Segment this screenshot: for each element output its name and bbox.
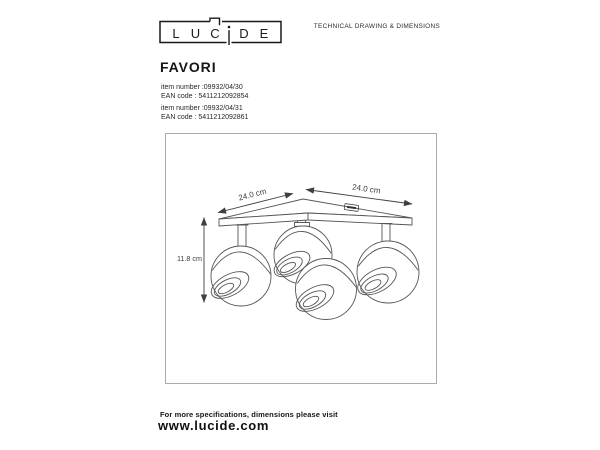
plate-brand-mark (343, 203, 360, 212)
product-title: FAVORI (160, 59, 217, 75)
spot-head-front (295, 258, 357, 320)
spot-head-left (210, 245, 272, 307)
mounting-stem-right (379, 223, 393, 243)
dim-width-right-line (305, 187, 413, 207)
ean-code-line: EAN code : 5411212092861 (161, 114, 249, 122)
logo-letter: U (191, 26, 200, 41)
dim-height-label: 11.8 cm (177, 254, 202, 263)
ean-code-line: EAN code : 5411212092854 (161, 93, 249, 101)
product-variant-1: item number :09932/04/30 EAN code : 5411… (161, 83, 248, 101)
footer-note: For more specifications, dimensions plea… (160, 410, 338, 419)
logo-letter: E (260, 26, 269, 41)
logo-letter: C (210, 26, 219, 41)
spot-head-right (356, 240, 420, 304)
technical-drawing-frame: 11.8 cm 24.0 cm 24.0 cm (165, 133, 437, 384)
item-number-line: item number :09932/04/31 (161, 105, 243, 112)
logo-letter-i-dot (227, 25, 231, 29)
product-variant-2: item number :09932/04/31 EAN code : 5411… (161, 104, 248, 122)
header-tagline: TECHNICAL DRAWING & DIMENSIONS (313, 23, 440, 30)
dim-width-left-line (217, 192, 294, 214)
ceiling-plate (218, 198, 413, 227)
logo-letter: D (239, 26, 248, 41)
footer-website: www.lucide.com (158, 418, 270, 433)
logo-c-accent (209, 17, 221, 26)
dim-width-right-label: 24.0 cm (352, 183, 382, 196)
logo-letter: L (172, 26, 179, 41)
logo-accent-gap (210, 19, 222, 24)
lucide-logo: L U C D E (159, 17, 282, 45)
item-number-line: item number :09932/04/30 (161, 84, 243, 91)
fixture-drawing: 11.8 cm 24.0 cm 24.0 cm (177, 183, 420, 320)
dim-width-left-label: 24.0 cm (237, 187, 267, 203)
mounting-stem-left (235, 224, 249, 248)
